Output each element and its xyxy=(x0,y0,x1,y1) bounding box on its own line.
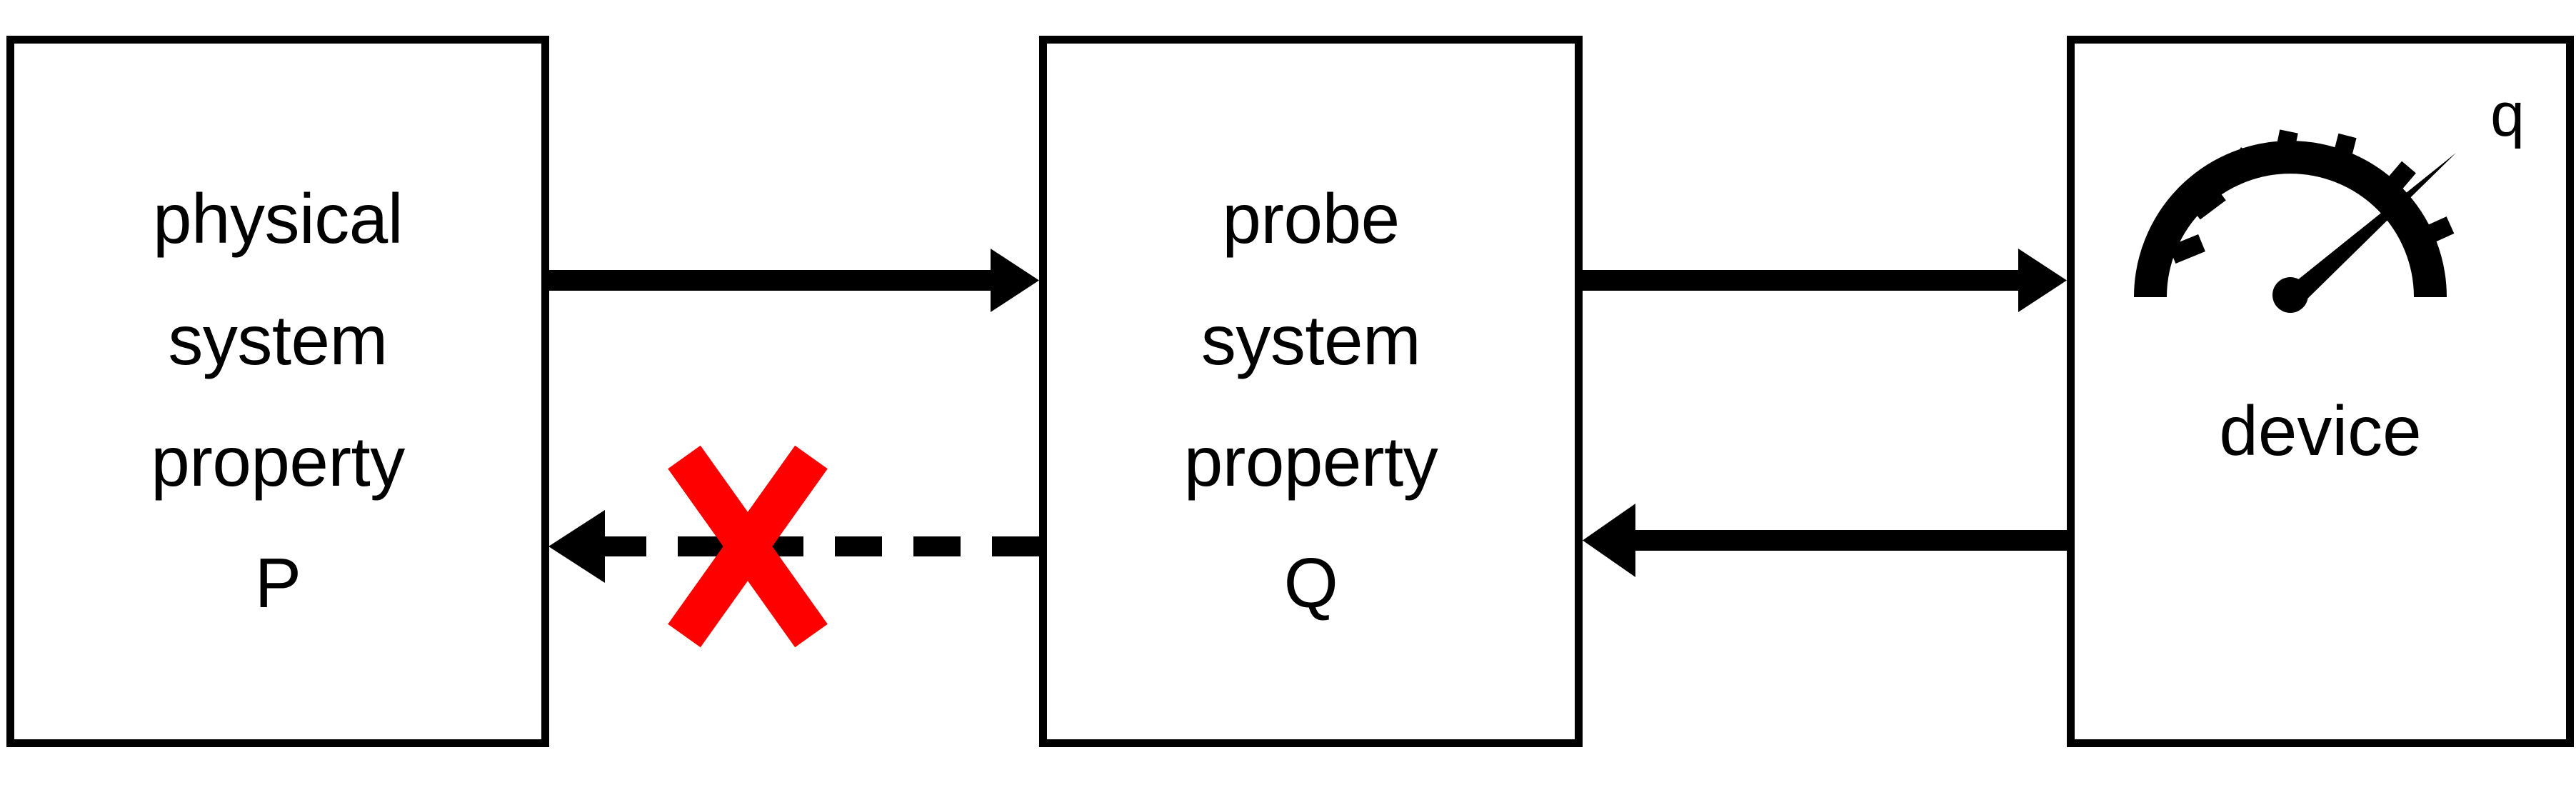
node-probe-system-line-4: Q xyxy=(1283,544,1338,622)
node-probe-system-line-1: probe xyxy=(1222,179,1400,258)
arrow-probe-to-device xyxy=(1583,249,2067,312)
node-probe-system-line-3: property xyxy=(1183,422,1438,501)
node-physical-system-line-1: physical xyxy=(152,179,404,258)
node-probe-system-line-2: system xyxy=(1201,301,1421,379)
node-physical-system[interactable]: physical system property P xyxy=(6,36,549,747)
gauge-label-q: q xyxy=(2490,81,2525,149)
arrow-device-to-probe xyxy=(1583,504,2067,577)
blocked-x-icon xyxy=(668,445,828,648)
node-probe-system[interactable]: probe system property Q xyxy=(1039,36,1583,747)
node-physical-system-line-4: P xyxy=(254,544,301,622)
node-physical-system-line-3: property xyxy=(151,422,405,501)
gauge-illustration: q xyxy=(2120,83,2525,319)
gauge-icon xyxy=(2134,129,2456,313)
gauge-ticks xyxy=(2168,129,2455,264)
node-device[interactable]: q device xyxy=(2067,36,2574,747)
node-device-caption: device xyxy=(2219,391,2422,470)
arrow-physical-to-probe xyxy=(549,249,1039,312)
node-physical-system-line-2: system xyxy=(168,301,388,379)
arrow-probe-to-physical xyxy=(548,510,1039,583)
